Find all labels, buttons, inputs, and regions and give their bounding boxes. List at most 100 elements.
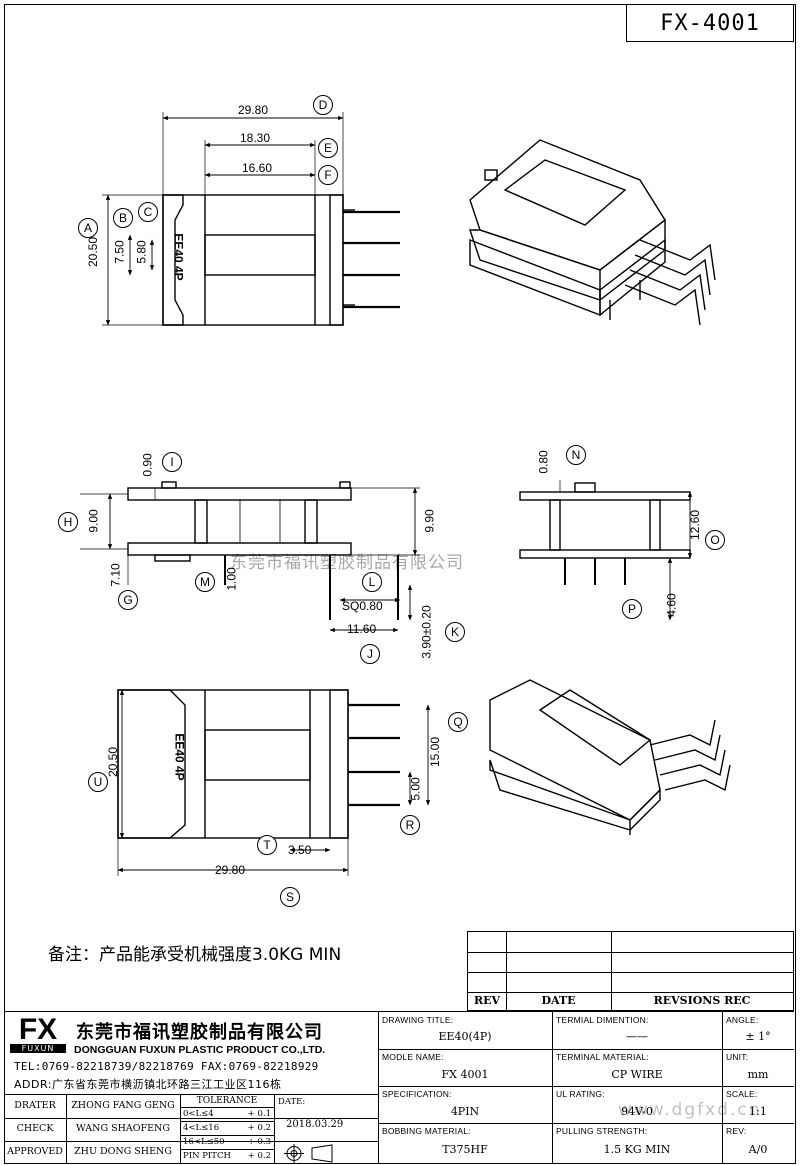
dim-top-h2: 7.50 (112, 240, 127, 264)
callout-p: P (622, 599, 642, 619)
scale-value: 1:1 (749, 1105, 767, 1118)
tolerance-range: 0<L≤4 (183, 1109, 214, 1119)
dim-side-a: 0.90 (140, 453, 155, 477)
signoff-table: DRATER ZHONG FANG GENG CHECK WANG SHAOFE… (4, 1094, 379, 1164)
callout-e: E (318, 138, 338, 158)
part-number: FX-4001 (660, 10, 760, 36)
drawing-title-value: EE40(4P) (438, 1030, 492, 1043)
part-number-box: FX-4001 (626, 4, 794, 42)
tolerance-range: 16<L≤50 (183, 1137, 225, 1147)
model-name-label: MODLE NAME: (382, 1052, 444, 1062)
pulling-strength-value: 1.5 KG MIN (603, 1143, 671, 1156)
angle-label: ANGLE: (726, 1015, 759, 1025)
revision-table: REV DATE REVSIONS REC (467, 931, 794, 1011)
date-value: 2018.03.29 (286, 1119, 344, 1130)
isometric-view-bottom (489, 679, 731, 835)
callout-c: C (138, 202, 158, 222)
dim-side-f: SQ0.80 (342, 599, 383, 613)
callout-n: N (566, 445, 586, 465)
watermark-text: 东莞市福讯塑胶制品有限公司 (230, 553, 464, 573)
drawing-border (4, 4, 796, 1164)
angle-value: ± 1° (745, 1030, 771, 1043)
rev-label: REV: (726, 1126, 747, 1136)
dim-side-d: 7.10 (108, 563, 123, 587)
tolerance-row: 4<L≤16 + 0.2 (180, 1121, 274, 1135)
check-role: CHECK (16, 1123, 54, 1134)
callout-m: M (195, 572, 215, 592)
dim-side-c: 9.90 (422, 509, 437, 533)
callout-o: O (705, 530, 725, 550)
title-block: FX FUXUN 东莞市福讯塑胶制品有限公司 DONGGUAN FUXUN PL… (4, 1011, 794, 1164)
tolerance-row: 16<L≤50 + 0.3 (180, 1135, 274, 1149)
tolerance-range: 4<L≤16 (183, 1123, 220, 1133)
dim-side-b: 9.00 (86, 509, 101, 533)
dim-side-h: 3.90±0.20 (419, 605, 434, 659)
drawing-title-label: DRAWING TITLE: (382, 1015, 454, 1025)
approved-name: ZHU DONG SHENG (74, 1146, 172, 1157)
url-watermark: www.dgfxd.cn (618, 1100, 762, 1120)
pulling-strength-label: PULLING STRENGTH: (556, 1126, 648, 1136)
tolerance-range: PIN PITCH (183, 1151, 231, 1161)
terminal-dimention-label: TERMIAL DIMENTION: (556, 1015, 649, 1025)
dim-top-h1: 20.50 (86, 236, 101, 268)
tolerance-title: TOLERANCE (196, 1096, 258, 1106)
tolerance-value: + 0.2 (247, 1123, 271, 1133)
callout-q: Q (448, 712, 468, 732)
dim-top-w2: 18.30 (240, 131, 271, 145)
company-addr: ADDR:广东省东莞市横沥镇北环路三江工业区116栋 (14, 1078, 282, 1091)
bobbin-material-label: BOBBING MATERIAL: (382, 1126, 471, 1136)
callout-u: U (88, 772, 108, 792)
callout-j: J (360, 644, 380, 664)
end-view (519, 480, 693, 621)
callout-g: G (118, 590, 138, 610)
terminal-dimention-value: —— (626, 1030, 648, 1043)
company-name-en: DONGGUAN FUXUN PLASTIC PRODUCT CO.,LTD. (74, 1044, 326, 1056)
rev-header: REV (473, 994, 501, 1007)
drater-role: DRATER (14, 1100, 56, 1111)
dim-end-c: 4.60 (664, 593, 679, 617)
revisions-header: REVSIONS REC (653, 994, 751, 1007)
unit-value: mm (747, 1068, 769, 1081)
top-view (102, 112, 400, 326)
callout-f: F (318, 165, 338, 185)
callout-s: S (280, 887, 300, 907)
company-tel: TEL:0769-82218739/82218769 FAX:0769-8221… (14, 1060, 319, 1073)
callout-t: T (257, 835, 277, 855)
terminal-material-value: CP WIRE (611, 1068, 663, 1081)
mechanical-note: 备注：产品能承受机械强度3.0KG MIN (48, 945, 342, 965)
dim-bottom-d: 3.50 (288, 843, 312, 857)
scale-label: SCALE: (726, 1089, 758, 1099)
rev-value: A/0 (748, 1143, 768, 1156)
bottom-marking: EE40 4P (172, 733, 187, 781)
callout-a: A (78, 218, 98, 238)
callout-h: H (58, 512, 78, 532)
company-logo: FX FUXUN (10, 1015, 66, 1056)
tolerance-value: + 0.2 (247, 1151, 271, 1161)
dim-end-a: 0.80 (536, 450, 551, 474)
terminal-material-label: TERMINAL MATERIAL: (556, 1052, 649, 1062)
tolerance-value: + 0.1 (247, 1109, 271, 1119)
ul-rating-value: 94V-0 (621, 1105, 653, 1118)
callout-b: B (113, 208, 133, 228)
dim-top-w1: 29.80 (238, 103, 269, 117)
dim-top-w3: 16.60 (242, 161, 273, 175)
date-header: DATE (541, 994, 576, 1007)
specification-label: SPECIFICATION: (382, 1089, 452, 1099)
top-marking: EE40 4P (171, 233, 186, 281)
projection-symbol (274, 1141, 378, 1165)
unit-label: UNIT: (726, 1052, 749, 1062)
tolerance-value: + 0.3 (247, 1137, 271, 1147)
callout-d: D (313, 95, 333, 115)
isometric-view-top (469, 139, 716, 326)
callout-r: R (400, 815, 420, 835)
dim-side-g: 11.60 (347, 622, 377, 636)
dim-bottom-b: 15.00 (428, 736, 443, 768)
side-view (80, 481, 420, 633)
callout-l: L (362, 572, 382, 592)
specification-value: 4PIN (450, 1105, 480, 1118)
approved-role: APPROVED (7, 1146, 63, 1157)
check-name: WANG SHAOFENG (76, 1123, 170, 1134)
callout-k: K (445, 622, 465, 642)
